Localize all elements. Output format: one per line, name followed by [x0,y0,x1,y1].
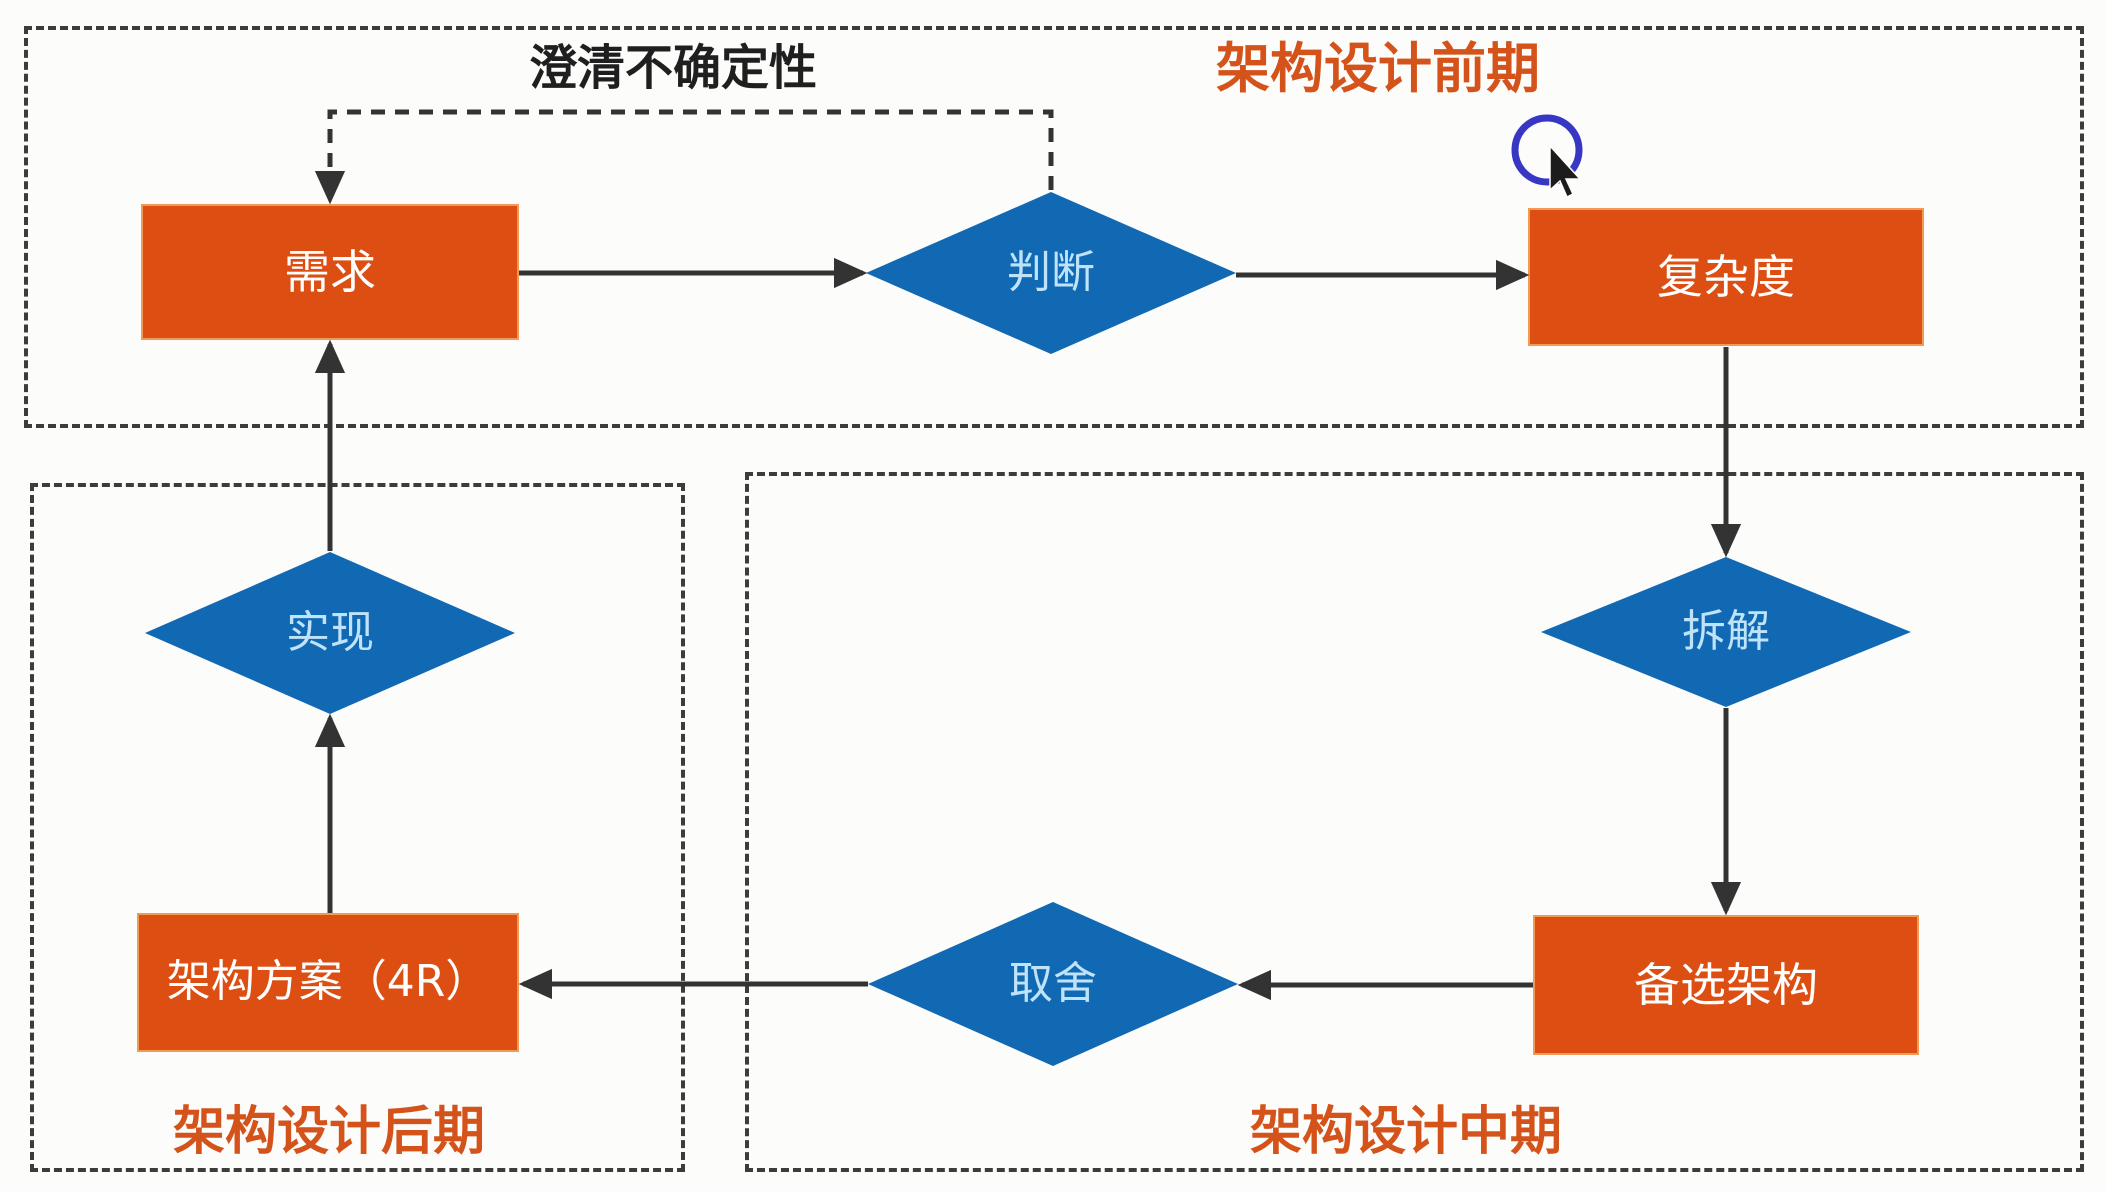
zone-late-label: 架构设计后期 [172,1102,486,1162]
zone-early-label: 架构设计前期 [1216,37,1540,100]
node-architecture-plan-4r: 架构方案（4R） [137,913,519,1052]
zone-mid-label: 架构设计中期 [1249,1102,1563,1162]
node-candidate-architectures: 备选架构 [1533,915,1919,1055]
zone-mid-phase-box [745,472,2084,1172]
zone-early-phase-box [24,26,2084,428]
node-requirements: 需求 [141,204,519,340]
zone-late-phase-box [30,483,685,1172]
node-complexity: 复杂度 [1528,208,1924,346]
edge-label-clarify-uncertainty: 澄清不确定性 [528,40,818,96]
